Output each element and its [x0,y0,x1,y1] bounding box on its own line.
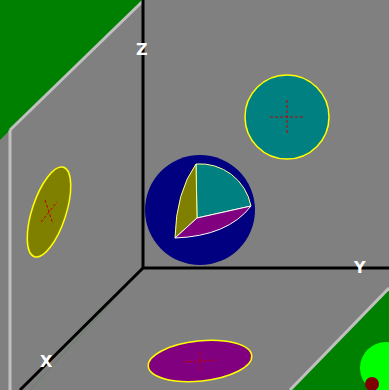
x-axis-label: X [40,354,52,370]
z-axis-label: Z [136,42,148,58]
y-axis-label: Y [354,260,366,276]
